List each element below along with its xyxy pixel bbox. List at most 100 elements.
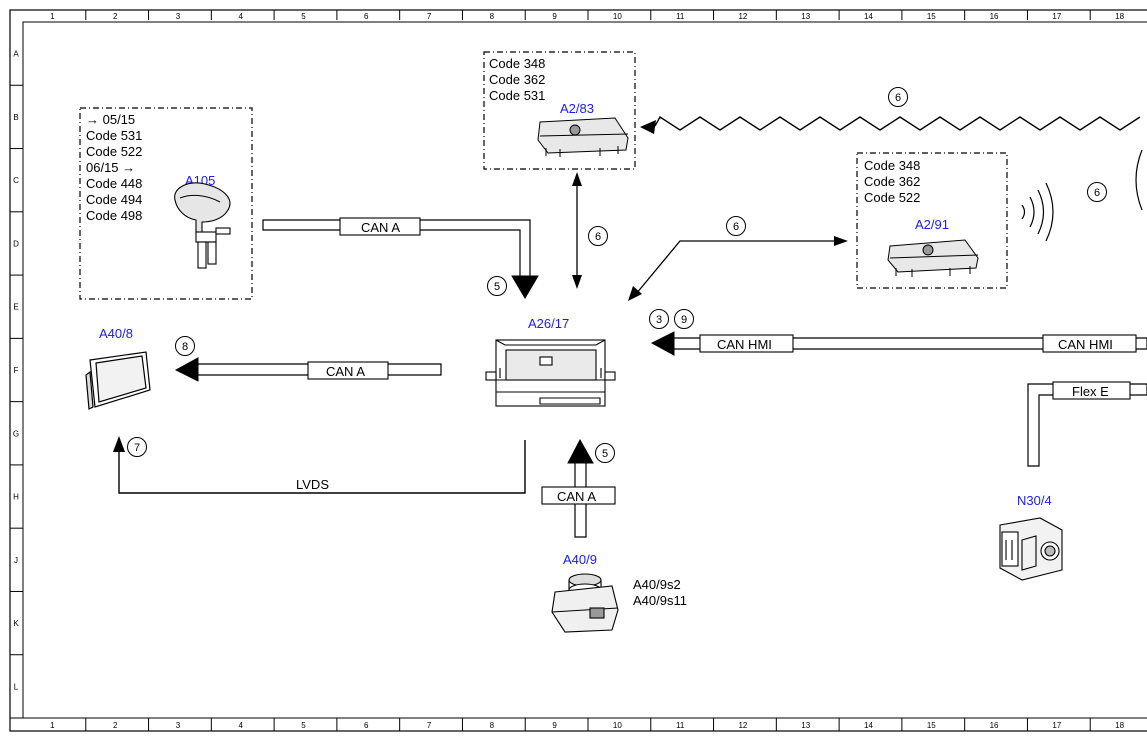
callout-6-diag: 6 [726,216,746,236]
head-unit-icon [485,339,616,407]
can-a-bottom-text: CAN A [557,489,596,504]
a40-9-sub-label: A40/9s2 [633,577,681,592]
callout-6-vertical-text: 6 [595,231,601,243]
grid-column-label: 1 [50,721,55,730]
a2-91-link-arrow-right [834,236,848,246]
grid-column-label: 8 [490,721,495,730]
callout-6-right: 6 [1087,182,1107,202]
a40-9-sub-label: A40/9s11 [633,593,687,608]
grid-column-label: 14 [864,12,873,21]
callout-5-top: 5 [487,276,507,296]
callout-5-bottom-text: 5 [602,448,608,460]
flex-e-box [1052,381,1131,400]
callout-5-bottom: 5 [595,443,615,463]
a2-91-box [856,152,1008,289]
can-hmi-box-1 [699,334,794,353]
a2-83-code-line: Code 362 [489,72,545,87]
grid-column-label: 13 [801,12,810,21]
grid-row-label: F [14,366,19,375]
grid-column-label: 9 [552,12,557,21]
grid-column-label: 18 [1115,721,1124,730]
a2-83-code-line: Code 348 [489,56,545,71]
a2-83-label: A2/83 [560,101,594,116]
flex-e-text: Flex E [1072,384,1109,399]
a2-83-link-arrow-down [572,275,582,289]
can-a-left-text: CAN A [326,364,365,379]
a105-code-line: Code 522 [86,144,142,159]
grid-row-label: B [13,113,18,122]
a2-91-code-line: Code 522 [864,190,920,205]
grid-row-label: C [13,176,19,185]
a105-code-line: Code 531 [86,128,142,143]
can-a-bottom-arrow [567,438,594,464]
grid-column-label: 2 [113,12,118,21]
grid-column-label: 14 [864,721,873,730]
grid-column-label: 2 [113,721,118,730]
abs-module-icon [999,517,1063,581]
grid-column-label: 16 [990,12,999,21]
controller-icon [551,573,619,633]
grid-column-label: 15 [927,12,936,21]
callout-8: 8 [175,336,195,356]
grid-column-label: 3 [176,12,181,21]
can-hmi-text-1: CAN HMI [717,337,772,352]
grid-row-label: J [14,556,18,565]
lvds-arrow [113,436,125,452]
a2-91-link-arrow-left [628,286,642,301]
a105-code-line: → 05/15 [86,112,135,127]
can-hmi-arrow [650,331,675,356]
grid-column-label: 17 [1052,721,1061,730]
a26-17-label: A26/17 [528,316,569,331]
can-a-left-arrow [174,357,199,382]
grid-column-label: 17 [1052,12,1061,21]
can-hmi-text-2: CAN HMI [1058,337,1113,352]
radio-waves-icon [1021,149,1143,242]
a105-code-line: 06/15 → [86,160,135,175]
lvds-line [118,440,526,494]
grid-column-label: 8 [490,12,495,21]
flex-e-bus [1027,383,1147,467]
grid-row-label: H [13,493,19,502]
grid-column-label: 3 [176,721,181,730]
can-hmi-box-2 [1042,334,1137,353]
a2-91-code-line: Code 348 [864,158,920,173]
callout-3: 3 [649,309,669,329]
grid-column-label: 5 [301,12,306,21]
grid-column-label: 12 [738,721,747,730]
grid-column-label: 10 [613,721,622,730]
grid-column-label: 9 [552,721,557,730]
tuner-module-icon [887,239,979,277]
grid-column-label: 7 [427,12,432,21]
grid-column-label: 13 [801,721,810,730]
callout-6-top-text: 6 [895,92,901,104]
grid-column-label: 18 [1115,12,1124,21]
a40-8-label: A40/8 [99,326,133,341]
a40-9-label: A40/9 [563,552,597,567]
a2-83-link-arrow-up [572,172,582,186]
grid-column-label: 12 [738,12,747,21]
a105-code-line: Code 498 [86,208,142,223]
callout-6-vertical: 6 [588,226,608,246]
grid-row-label: E [13,303,18,312]
wireless-zigzag-arrow [640,120,656,134]
display-icon [85,351,151,410]
a2-83-code-line: Code 531 [489,88,545,103]
callout-6-right-text: 6 [1094,187,1100,199]
grid-column-label: 5 [301,721,306,730]
lvds-text: LVDS [296,477,329,492]
grid-row-label: D [13,239,19,248]
grid-column-label: 4 [238,12,243,21]
grid-column-label: 11 [676,12,685,21]
can-a-top-box [339,217,421,236]
a2-83-box [483,51,636,170]
grid-row-label: G [13,429,19,438]
wireless-zigzag [654,116,1141,131]
sheet-frame [9,9,1147,732]
can-a-bottom-box [541,486,616,505]
grid-row-label: A [13,50,19,59]
a2-91-link [635,240,837,295]
